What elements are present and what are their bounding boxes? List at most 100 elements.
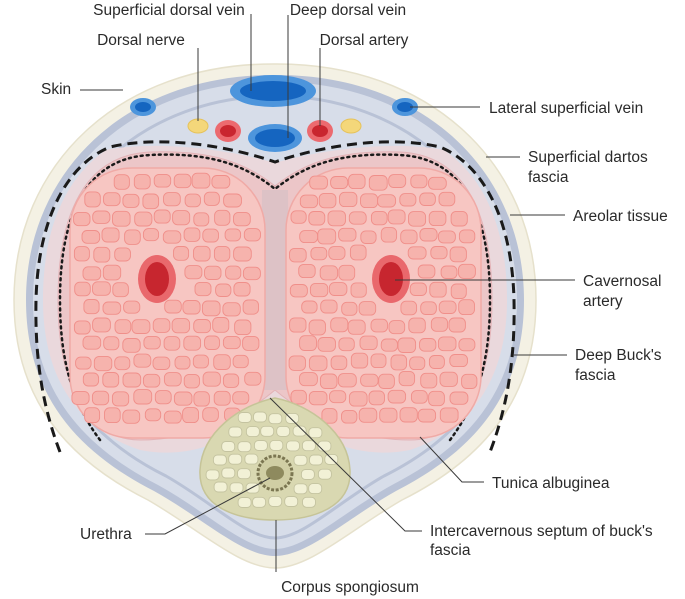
sinusoid-cell [73,320,91,335]
spongiosum-cells [205,411,339,508]
sinusoid-cell [438,191,456,207]
sinusoid-cell [370,318,389,333]
sinusoid-cell [102,264,122,281]
sinusoid-cell [233,282,251,297]
leader-intercavernous-septum [269,397,422,532]
sinusoid-cell [400,229,418,245]
sinusoid-cell [449,354,468,368]
sinusoid-cell [113,174,130,190]
sinusoid-cell [184,193,201,208]
sinusoid-cell [133,389,153,405]
sinusoid-cell [193,319,211,334]
label-intercavernous-septum-line2: fascia [430,542,471,559]
spongiosum-cell [252,496,267,508]
sinusoid-cell [430,317,449,332]
sinusoid-cell [142,373,161,388]
sinusoid-cell [183,373,200,389]
spongiosum-cell [276,425,291,437]
sinusoid-cell [171,318,191,334]
sinusoid-cell [320,299,338,314]
sinusoid-cell [341,409,358,424]
sinusoid-cell [348,211,367,225]
sinusoid-cell [337,373,357,388]
sinusoid-cell [370,210,388,226]
sinusoid-cell [244,371,262,386]
sinusoid-cell [328,246,346,260]
sinusoid-cell [133,174,151,190]
spongiosum-cell [221,467,236,479]
sinusoid-cell [338,264,356,281]
sinusoid-cell [318,192,337,209]
sinusoid-cell [360,230,377,244]
label-skin: Skin [41,81,71,98]
sinusoid-cell [162,230,182,244]
sinusoid-cell [349,244,367,261]
spongiosum-cell [213,481,228,493]
urethra-lumen [266,466,284,480]
sinusoid-cell [458,338,476,352]
sinusoid-cell [101,227,120,243]
sinusoid-cell [123,300,141,314]
spongiosum-cell [228,453,243,465]
sinusoid-cell [214,209,231,226]
sinusoid-cell [400,300,418,316]
sinusoid-cell [399,407,418,423]
label-dorsal-nerve: Dorsal nerve [97,32,185,49]
sinusoid-cell [84,407,101,424]
leader-urethra [145,477,271,535]
spongiosum-cell [286,440,300,452]
sinusoid-cell [420,372,438,389]
spongiosum-cell [317,468,332,480]
sinusoid-cell [232,354,249,369]
sinusoid-cell [350,352,369,369]
sinusoid-cell [114,319,132,334]
spongiosum-cell [268,495,283,507]
sinusoid-cell [419,338,437,352]
sinusoid-cell [182,407,199,424]
sinusoid-cell [92,317,111,333]
sinusoid-cell [233,211,251,227]
sinusoid-cell [407,246,427,260]
sinusoids-left [71,172,262,424]
sinusoid-cell [380,338,398,352]
sinusoid-cell [194,281,212,297]
sinusoid-cell [339,191,358,208]
sinusoid-cell [308,390,328,406]
spongiosum-cell [205,469,220,481]
spongiosum-cell [284,496,299,507]
sinusoid-cell [377,194,397,208]
sinusoid-cell [73,246,90,262]
dorsal-nerve-left [187,118,209,134]
sinusoid-cell [122,409,141,424]
sinusoid-cell [122,338,141,353]
sinusoid-cell [193,391,210,407]
sinusoid-cell [112,282,129,298]
lateral-superficial-vein-right-lumen [397,102,413,112]
sinusoid-cell [341,301,358,316]
sinusoid-cell [74,281,91,297]
sinusoid-cell [338,337,355,352]
sinusoid-cell [368,175,388,191]
sinusoid-cell [437,230,456,244]
spongiosum-cell [260,425,275,437]
sinusoid-cell [417,408,437,423]
sinusoid-cell [204,335,220,350]
spongiosum-cell [253,440,268,451]
sinusoid-cell [213,245,231,262]
label-superficial-dorsal-vein: Superficial dorsal vein [93,2,245,19]
sinusoid-cell [390,354,408,371]
sinusoid-cell [330,317,349,333]
sinusoid-cell [174,355,191,370]
spongiosum-cell [269,439,284,451]
sinusoid-cell [153,173,172,188]
sinusoid-cell [358,301,377,316]
sinusoid-cell [321,408,338,424]
sinusoid-cell [225,265,242,280]
sinusoid-cell [83,299,100,315]
spongiosum-cell [302,496,316,508]
sinusoid-cell [428,210,447,227]
label-urethra: Urethra [80,526,132,543]
sinusoid-cell [122,372,142,388]
sinusoid-cell [91,390,110,406]
